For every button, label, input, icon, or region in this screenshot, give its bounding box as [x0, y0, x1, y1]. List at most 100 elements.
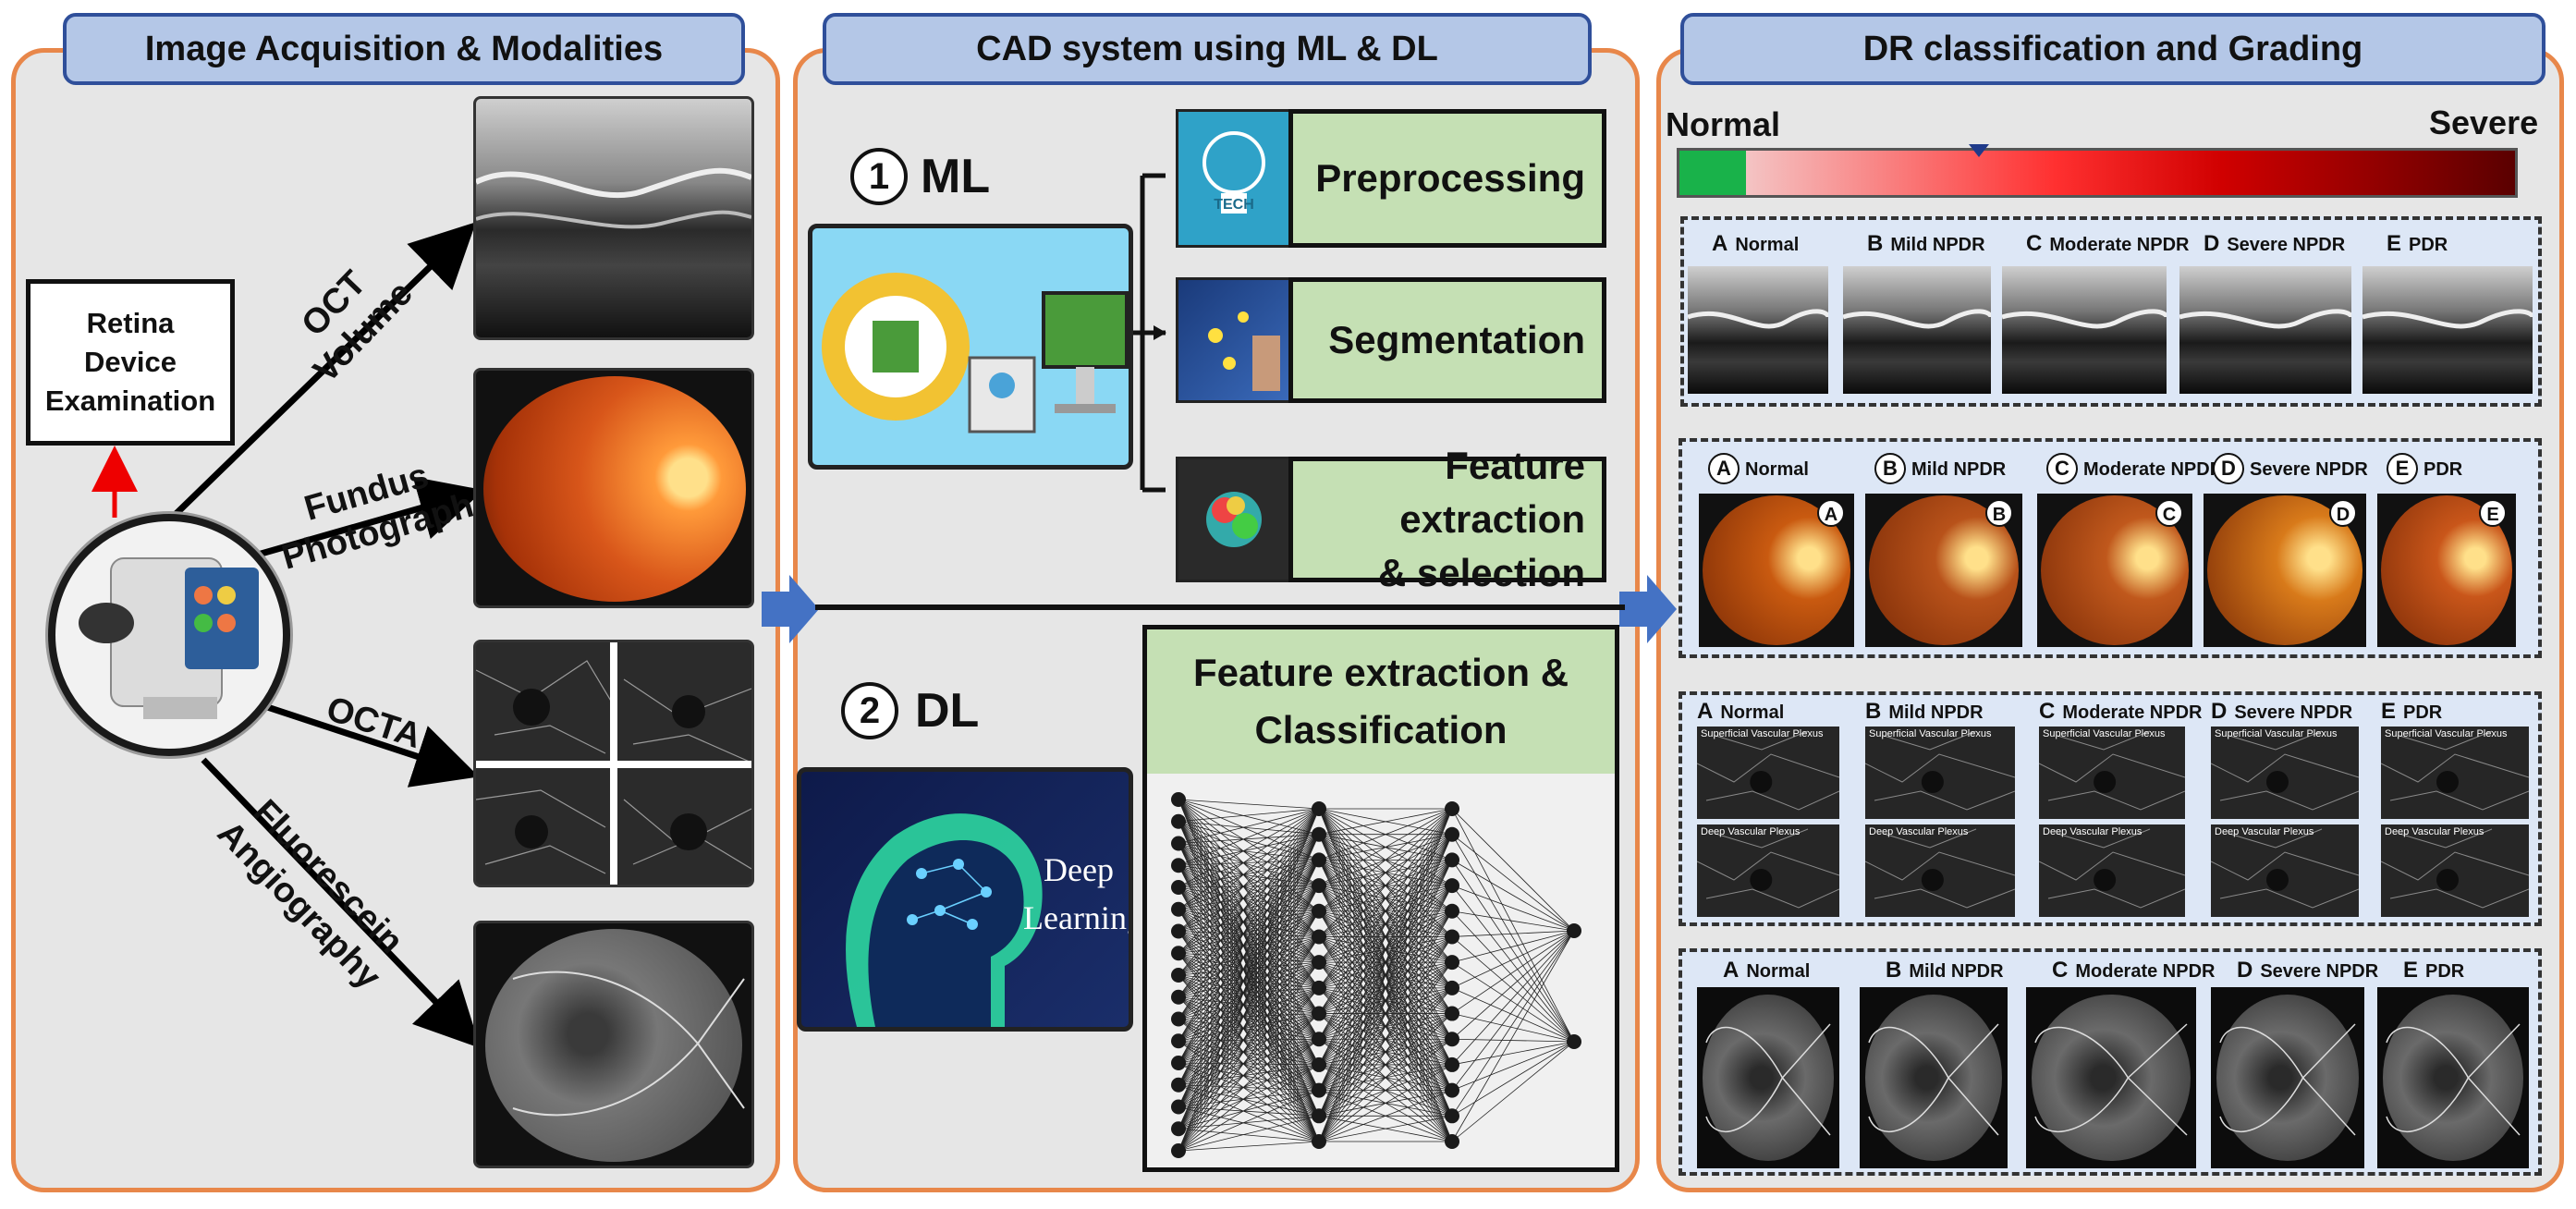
nn-connection	[1318, 1038, 1453, 1142]
severity-bar	[1677, 148, 2518, 198]
nn-connection	[1451, 808, 1575, 1043]
nn-node	[1445, 852, 1459, 868]
oct-grading-row	[1680, 216, 2542, 407]
nn-node	[1171, 1121, 1186, 1137]
nn-node	[1171, 989, 1186, 1005]
nn-connection	[1178, 961, 1320, 1086]
nn-connection	[1451, 930, 1575, 1014]
nn-node	[1171, 1077, 1186, 1093]
nn-node	[1171, 813, 1186, 829]
severity-marker-icon	[1969, 144, 1989, 157]
nn-connection	[1178, 821, 1320, 886]
nn-connection	[1178, 886, 1320, 937]
nn-connection	[1178, 1013, 1320, 1042]
nn-connection	[1451, 1041, 1575, 1142]
nn-connection	[1178, 910, 1320, 1064]
nn-connection	[1451, 930, 1575, 1117]
nn-connection	[1178, 799, 1320, 810]
nn-connection	[1178, 936, 1320, 954]
nn-connection	[1178, 808, 1320, 976]
severity-left-label: Normal	[1666, 105, 1781, 143]
nn-connection	[1178, 1038, 1320, 1152]
nn-connection	[1451, 834, 1575, 932]
ml-label: ML	[921, 150, 991, 203]
nn-connection	[1178, 1064, 1320, 1130]
nn-connection	[1318, 1064, 1453, 1142]
cad-panel-title: CAD system using ML & DL	[823, 13, 1592, 85]
nn-connection	[1318, 1090, 1453, 1142]
retina-device-line3: Examination	[44, 385, 216, 417]
nn-connection	[1451, 930, 1575, 963]
nn-connection	[1178, 834, 1320, 1085]
nn-connection	[1318, 808, 1453, 937]
feature-selection-line2: & selection	[1377, 551, 1585, 594]
nn-connection	[1178, 885, 1320, 910]
nn-connection	[1178, 1013, 1320, 1152]
nn-connection	[1451, 930, 1575, 989]
nn-connection	[1178, 1038, 1320, 1064]
nn-connection	[1451, 930, 1575, 937]
nn-connection	[1178, 1013, 1320, 1020]
nn-node	[1171, 1033, 1186, 1049]
nn-connection	[1318, 860, 1453, 1142]
nn-node	[1171, 880, 1186, 895]
nn-connection	[1178, 1064, 1320, 1107]
nn-connection	[1178, 936, 1320, 1107]
nn-connection	[1178, 1040, 1320, 1066]
nn-connection	[1178, 1084, 1320, 1092]
nn-connection	[1178, 834, 1320, 1130]
dl-number-badge: 2	[841, 682, 898, 739]
fa-grading-row	[1679, 948, 2542, 1176]
nn-connection	[1451, 910, 1575, 1043]
nn-connection	[1451, 1041, 1575, 1091]
nn-node	[1312, 1056, 1326, 1072]
nn-connection	[1178, 987, 1320, 1020]
nn-connection	[1178, 931, 1320, 937]
nn-connection	[1451, 1041, 1575, 1066]
nn-node	[1171, 923, 1186, 939]
nn-connection	[1178, 885, 1320, 1130]
nn-connection	[1178, 936, 1320, 1086]
nn-connection	[1178, 1038, 1320, 1086]
nn-connection	[1178, 843, 1320, 937]
nn-connection	[1178, 843, 1320, 861]
dl-label: DL	[915, 684, 980, 738]
retina-device-line2: Device	[84, 346, 177, 378]
feature-selection-line1: Feature extraction	[1399, 444, 1585, 541]
nn-node	[1171, 1011, 1186, 1027]
nn-connection	[1451, 1038, 1575, 1043]
nn-connection	[1178, 808, 1320, 888]
nn-connection	[1451, 885, 1575, 1043]
nn-connection	[1178, 987, 1320, 1152]
nn-node	[1445, 1082, 1459, 1098]
nn-node	[1312, 1032, 1326, 1047]
nn-connection	[1178, 860, 1320, 1107]
retina-device-image	[48, 514, 290, 756]
nn-node	[1171, 836, 1186, 851]
nn-node	[1445, 801, 1459, 816]
nn-connection	[1178, 885, 1320, 1107]
preprocessing-step: Preprocessing	[1288, 109, 1606, 248]
nn-connection	[1318, 808, 1453, 1142]
nn-connection	[1178, 821, 1320, 937]
nn-connection	[1178, 1062, 1320, 1092]
nn-connection	[1178, 886, 1320, 912]
nn-connection	[1451, 910, 1575, 932]
nn-connection	[1178, 808, 1320, 932]
nn-connection	[1178, 987, 1320, 1042]
nn-connection	[1178, 808, 1320, 997]
nn-connection	[1178, 808, 1320, 1085]
nn-connection	[1178, 1064, 1320, 1086]
nn-connection	[1451, 930, 1575, 1142]
nn-connection	[1451, 930, 1575, 1091]
nn-connection	[1178, 843, 1320, 886]
nn-connection	[1178, 1013, 1320, 1107]
nn-connection	[1178, 885, 1320, 1085]
nn-connection	[1318, 808, 1453, 1014]
nn-connection	[1451, 930, 1575, 1066]
nn-connection	[1178, 1064, 1320, 1152]
nn-connection	[1318, 936, 1453, 1142]
nn-connection	[1178, 864, 1320, 937]
nn-connection	[1451, 936, 1575, 1043]
nn-connection	[1318, 961, 1453, 1142]
